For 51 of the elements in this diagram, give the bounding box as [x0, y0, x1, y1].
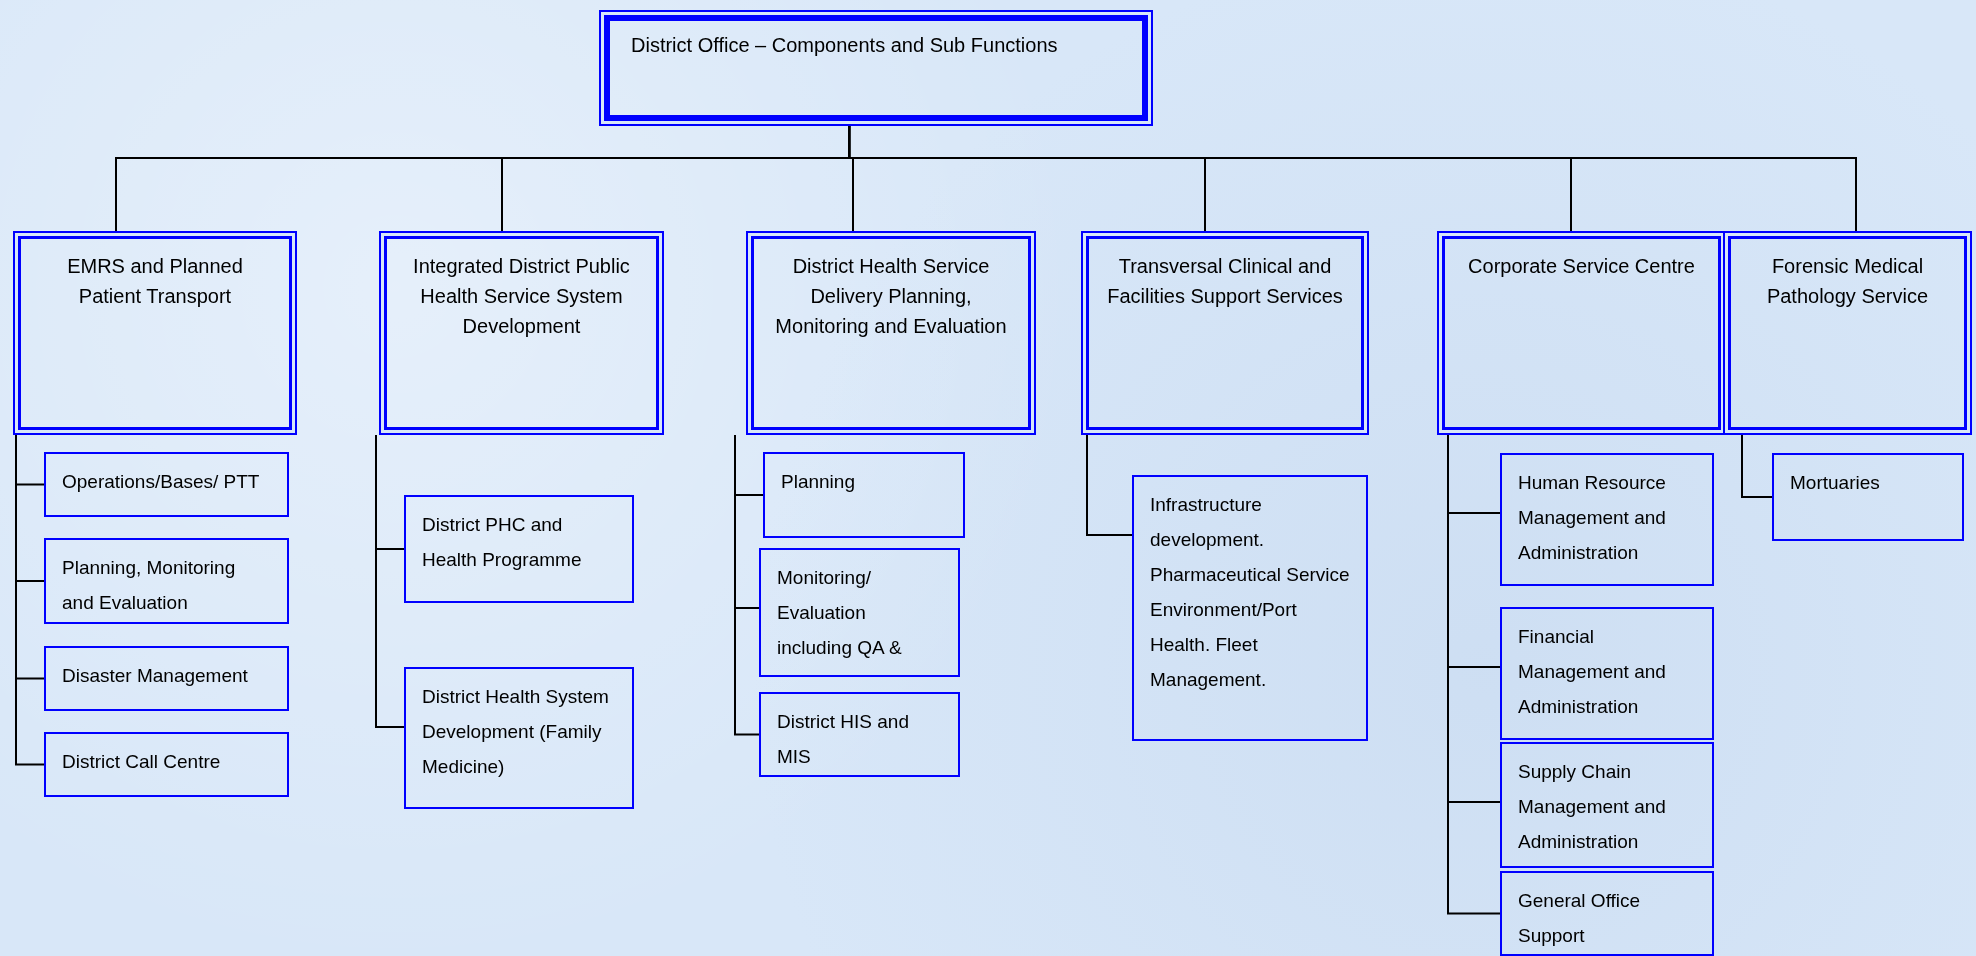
box-label: Integrated District Public Health Service System Development: [413, 255, 630, 337]
box-label: Mortuaries: [1790, 472, 1880, 493]
function-box: [759, 692, 960, 777]
function-box: [1500, 607, 1714, 740]
box-label: EMRS and Planned Patient Transport: [67, 255, 243, 307]
box-label: District PHC and Health Programme: [422, 514, 582, 570]
function-box: [1772, 453, 1964, 541]
box-label: Corporate Service Centre: [1468, 255, 1695, 277]
department-box: [379, 231, 664, 435]
box-label: District Office – Components and Sub Functions: [631, 34, 1058, 56]
function-box: [404, 667, 634, 809]
department-box: [1081, 231, 1369, 435]
box-label: Planning: [781, 471, 855, 492]
connector-line: [375, 434, 405, 728]
department-box: [746, 231, 1036, 435]
box-label: Supply Chain Management and Administration: [1518, 761, 1666, 852]
function-box: [1132, 475, 1368, 741]
department-box: [13, 231, 297, 435]
box-label: Financial Management and Administration: [1518, 626, 1666, 717]
department-box: [1437, 231, 1726, 435]
box-label: Monitoring/ Evaluation including QA &: [777, 567, 902, 658]
box-label: District Health System Development (Family Medicine): [422, 686, 609, 777]
box-label: Transversal Clinical and Facilities Support Services: [1107, 255, 1343, 307]
function-box: [1500, 742, 1714, 868]
connector-line: [1086, 434, 1133, 536]
function-box: [763, 452, 965, 538]
box-label: Planning, Monitoring and Evaluation: [62, 557, 236, 613]
box-label: Forensic Medical Pathology Service: [1766, 255, 1929, 307]
function-box: [44, 732, 289, 797]
title-box: [599, 10, 1153, 126]
box-label: Disaster Management: [62, 665, 248, 686]
department-box: [1723, 231, 1972, 435]
connector-line: [15, 434, 45, 766]
box-label: District HIS and MIS: [777, 711, 909, 767]
box-label: General Office Support: [1518, 890, 1641, 946]
connector-line: [848, 125, 1857, 232]
connector-line: [1741, 434, 1773, 498]
box-label: District Call Centre: [62, 751, 221, 772]
box-label: District Health Service Delivery Planning, Monitoring and Evaluation: [775, 255, 1007, 337]
function-box: [44, 538, 289, 624]
function-box: [44, 452, 289, 517]
function-box: [1500, 453, 1714, 586]
function-box: [404, 495, 634, 603]
connector-line: [1447, 434, 1501, 915]
box-label: Infrastructure development. Pharmaceutical Service Environment/Port Health. Fleet Management.: [1150, 494, 1350, 690]
connector-line: [734, 434, 760, 736]
function-box: [759, 548, 960, 677]
function-box: [44, 646, 289, 711]
box-label: Human Resource Management and Administration: [1518, 472, 1666, 563]
function-box: [1500, 871, 1714, 956]
box-label: Operations/Bases/ PTT: [62, 471, 260, 492]
